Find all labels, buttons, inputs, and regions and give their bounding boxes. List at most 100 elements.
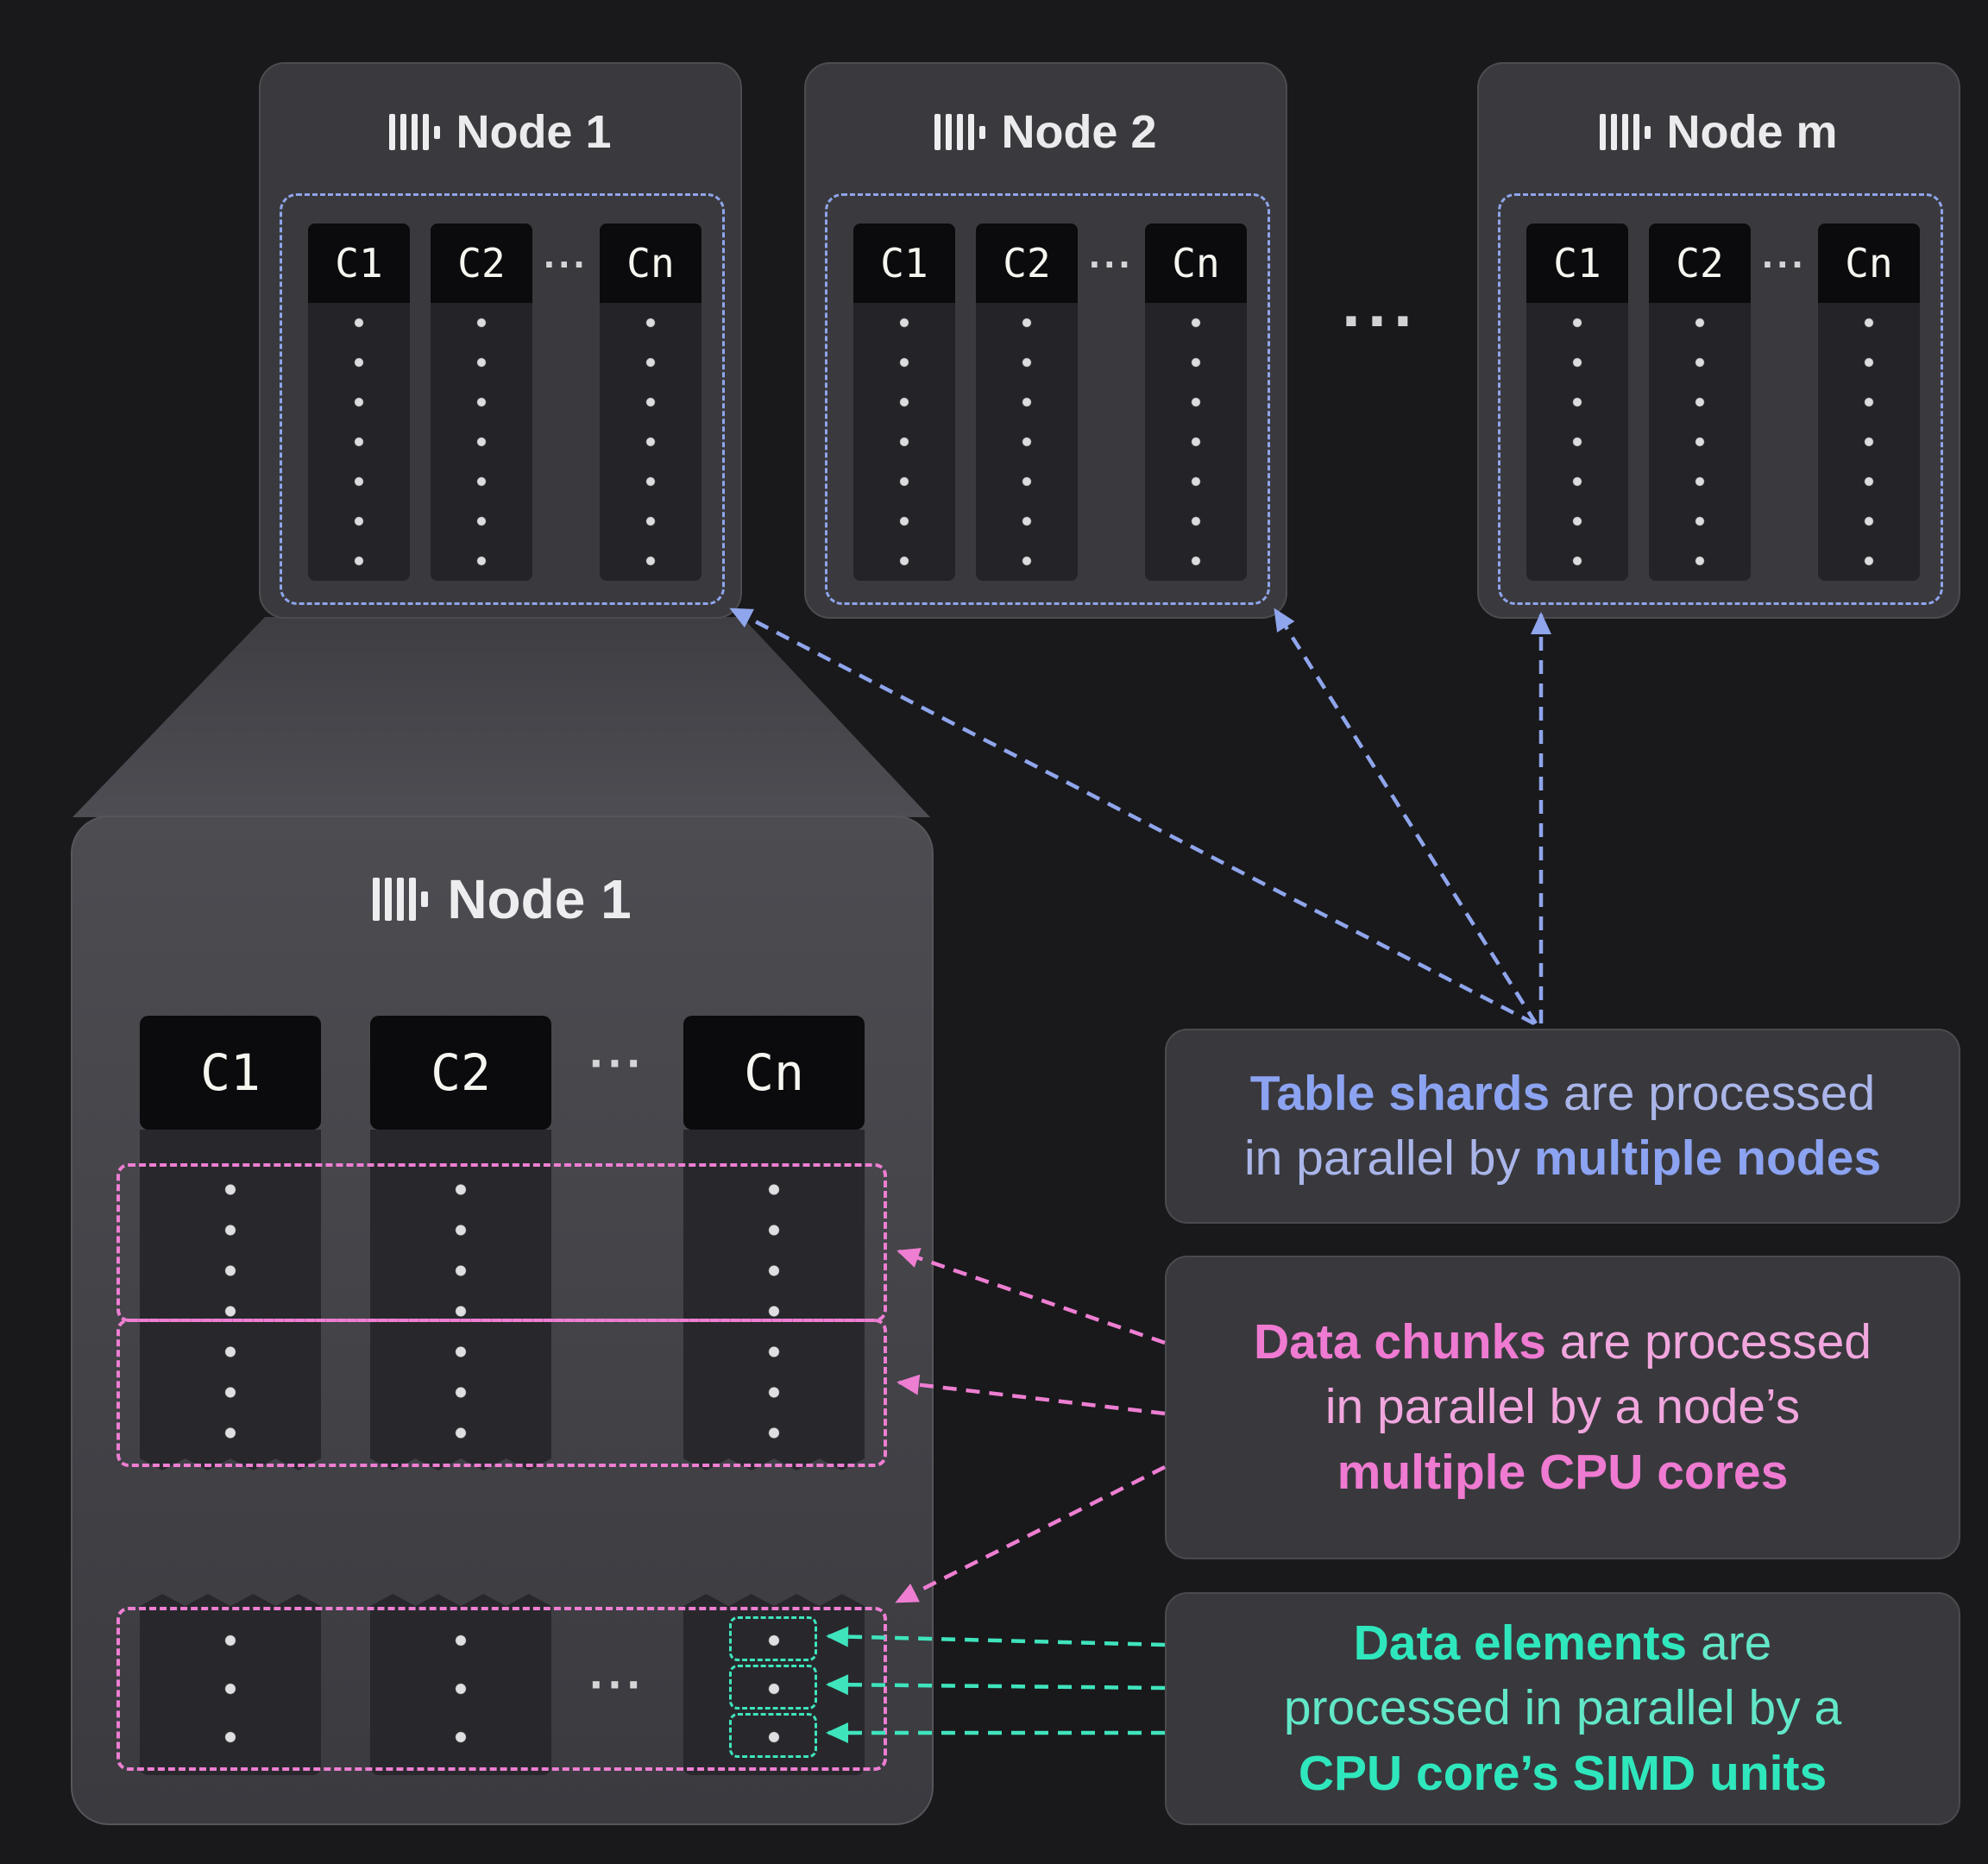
column-c2: C2 <box>1649 224 1751 581</box>
note-bold: multiple nodes <box>1533 1130 1882 1186</box>
data-dots <box>370 1169 551 1453</box>
data-dots <box>140 1169 321 1453</box>
data-chunk-outline-1 <box>116 1163 887 1322</box>
node-title: Node 1 <box>72 867 932 931</box>
note-span: in parallel by <box>1243 1130 1534 1186</box>
note-span: processed in parallel by a <box>1283 1680 1842 1736</box>
node-card-2: Node 2 C1 C2 Cn ··· <box>804 62 1287 619</box>
data-dots <box>600 303 701 581</box>
data-dots <box>683 1169 865 1453</box>
note-bold: Data chunks <box>1254 1314 1546 1370</box>
columns-ellipsis: ··· <box>589 1036 645 1090</box>
data-dots <box>1649 303 1751 581</box>
node-title-label: Node 2 <box>1001 106 1157 158</box>
arrow-to-chunk-1 <box>896 1248 1166 1345</box>
column-c1: C1 <box>308 224 410 581</box>
table-shard-outline: C1 C2 Cn ··· <box>280 193 725 605</box>
clickhouse-logo-icon <box>934 114 986 150</box>
clickhouse-logo-icon <box>389 114 441 150</box>
note-text: Table shards are processed in parallel by… <box>1244 1061 1881 1191</box>
data-dots <box>140 1616 321 1761</box>
columns-ellipsis: ··· <box>1762 242 1807 287</box>
column-data <box>1145 303 1247 581</box>
column-data-top <box>683 1130 865 1470</box>
data-dots <box>1145 303 1247 581</box>
column-data <box>308 303 410 581</box>
note-span: are processed <box>1550 1065 1876 1121</box>
table-shard-outline: C1 C2 Cn ··· <box>825 193 1270 605</box>
data-dots <box>853 303 955 581</box>
nodes-ellipsis: ··· <box>1342 282 1419 358</box>
node-title: Node 1 <box>261 105 740 159</box>
column-header: Cn <box>1145 224 1247 303</box>
column-c2: C2 <box>431 224 532 581</box>
column-data <box>853 303 955 581</box>
node-card-1: Node 1 C1 C2 Cn ··· <box>259 62 742 619</box>
node-title: Node m <box>1479 105 1959 159</box>
note-bold: multiple CPU cores <box>1337 1444 1789 1500</box>
note-bold: CPU core’s SIMD units <box>1298 1745 1828 1801</box>
column-cn: Cn <box>600 224 701 581</box>
column-c1: C1 <box>853 224 955 581</box>
clickhouse-logo-icon <box>1600 114 1651 150</box>
note-bold: Table shards <box>1249 1065 1551 1121</box>
note-table-shards: Table shards are processed in parallel by… <box>1165 1029 1960 1224</box>
column-data <box>600 303 701 581</box>
arrow-to-chunk-3 <box>895 1464 1167 1604</box>
node-title-label: Node m <box>1666 106 1838 158</box>
note-text: Data chunks are processed in parallel by … <box>1254 1310 1872 1505</box>
column-data <box>1526 303 1628 581</box>
column-cn: Cn <box>1818 224 1920 581</box>
column-data-top <box>140 1130 321 1470</box>
column-header: C1 <box>853 224 955 303</box>
data-dots <box>370 1616 551 1761</box>
column-data-bottom <box>370 1594 551 1775</box>
columns-ellipsis: ··· <box>1089 242 1134 287</box>
data-dots <box>431 303 532 581</box>
column-header: C2 <box>976 224 1078 303</box>
node-title: Node 2 <box>806 105 1286 159</box>
data-dots <box>976 303 1078 581</box>
table-shard-outline: C1 C2 Cn ··· <box>1498 193 1943 605</box>
column-data <box>431 303 532 581</box>
column-header-c2: C2 <box>370 1016 551 1130</box>
data-element-outline-3 <box>729 1713 817 1758</box>
column-header: C1 <box>308 224 410 303</box>
node-card-m: Node m C1 C2 Cn ··· <box>1477 62 1960 619</box>
column-data-bottom <box>140 1594 321 1775</box>
column-data <box>1649 303 1751 581</box>
node-title-label: Node 1 <box>456 106 612 158</box>
data-element-outline-1 <box>729 1616 817 1661</box>
note-bold: Data elements <box>1353 1615 1688 1672</box>
data-dots <box>308 303 410 581</box>
data-dots <box>1818 303 1920 581</box>
note-data-chunks: Data chunks are processed in parallel by … <box>1165 1256 1960 1559</box>
column-data <box>976 303 1078 581</box>
column-c1: C1 <box>1526 224 1628 581</box>
column-header-c1: C1 <box>140 1016 321 1130</box>
column-header: C1 <box>1526 224 1628 303</box>
note-text: Data elements are processed in parallel b… <box>1284 1611 1841 1806</box>
clickhouse-logo-icon <box>373 878 429 921</box>
column-cn: Cn <box>1145 224 1247 581</box>
column-data-top <box>370 1130 551 1470</box>
note-span: in parallel by a node’s <box>1324 1379 1801 1435</box>
arrow-to-chunk-2 <box>896 1374 1166 1416</box>
columns-ellipsis: ··· <box>589 1657 645 1711</box>
data-element-outline-2 <box>729 1665 817 1710</box>
node-title-label: Node 1 <box>447 868 632 930</box>
data-chunk-outline-2 <box>116 1319 887 1467</box>
columns-ellipsis: ··· <box>544 242 588 287</box>
column-header: C2 <box>431 224 532 303</box>
column-header: Cn <box>600 224 701 303</box>
data-dots <box>1526 303 1628 581</box>
column-c2: C2 <box>976 224 1078 581</box>
note-span: are processed <box>1545 1314 1872 1370</box>
column-header: Cn <box>1818 224 1920 303</box>
column-data <box>1818 303 1920 581</box>
arrow-to-node-2 <box>1274 608 1538 1025</box>
note-span: are <box>1687 1615 1772 1672</box>
note-data-elements: Data elements are processed in parallel b… <box>1165 1592 1960 1825</box>
column-header-cn: Cn <box>683 1016 865 1130</box>
